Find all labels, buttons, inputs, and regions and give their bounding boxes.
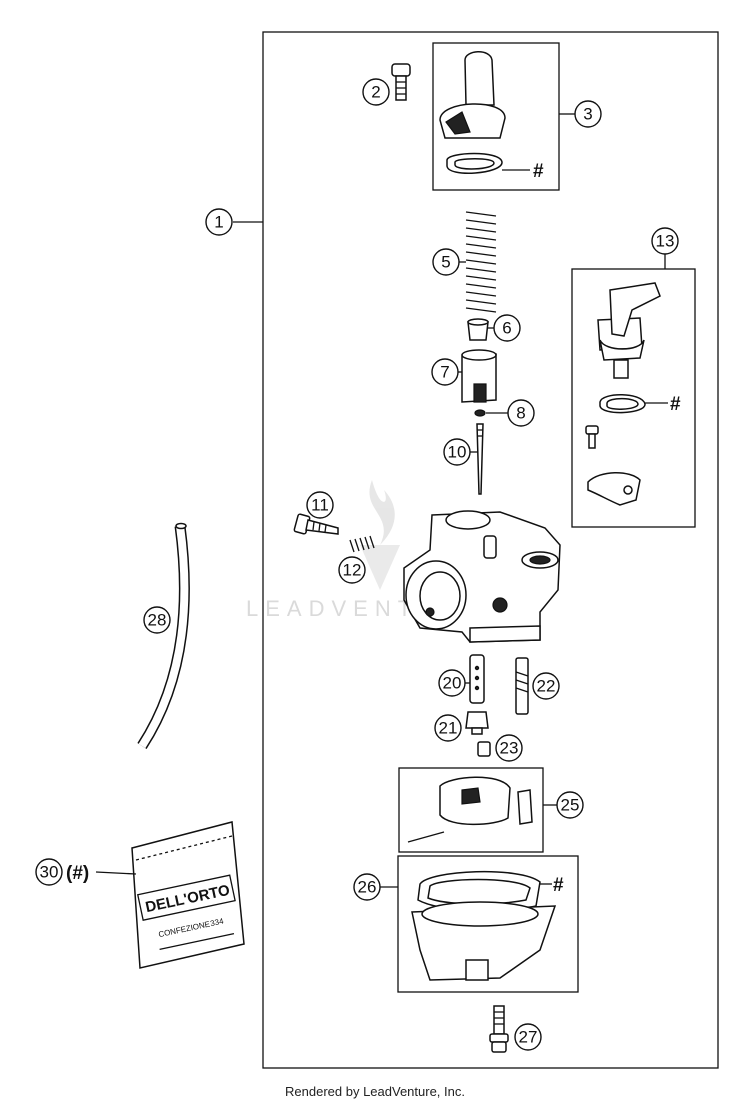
kit-bag-part-30: DELL'ORTO CONFEZIONE 334 [131, 821, 245, 969]
callout-28: 28 [143, 606, 171, 634]
svg-text:3: 3 [583, 105, 592, 124]
svg-text:8: 8 [516, 404, 525, 423]
callout-23: 23 [495, 734, 523, 762]
float-bowl-part-26 [411, 870, 557, 981]
callout-6: 6 [493, 314, 521, 342]
svg-text:23: 23 [500, 739, 519, 758]
assembly-frame [262, 31, 719, 1069]
footer-credit: Rendered by LeadVenture, Inc. [285, 1084, 465, 1099]
hash-mark-26: # [553, 875, 564, 896]
callout-10: 10 [443, 438, 471, 466]
hash-mark-13: # [670, 394, 681, 415]
hash-mark-3: # [533, 161, 544, 182]
svg-text:26: 26 [358, 878, 377, 897]
kit-marker: (#) [66, 863, 89, 884]
svg-text:6: 6 [502, 319, 511, 338]
svg-text:13: 13 [656, 232, 675, 251]
choke-part-13 [585, 282, 668, 506]
box-25 [398, 767, 544, 853]
callout-27: 27 [514, 1023, 542, 1051]
callout-1: 1 [205, 208, 233, 236]
callout-21: 21 [434, 714, 462, 742]
svg-text:7: 7 [440, 363, 449, 382]
jet-part-23 [477, 741, 491, 757]
callout-20: 20 [438, 669, 466, 697]
leader-30 [95, 871, 137, 875]
parts-diagram: LEADVENTURE # [35, 31, 719, 1069]
callout-3: 3 [574, 100, 602, 128]
screw-part-2 [391, 63, 411, 101]
callout-2: 2 [362, 78, 390, 106]
svg-text:22: 22 [537, 677, 556, 696]
needle-part-10 [476, 423, 484, 495]
callout-8: 8 [507, 399, 535, 427]
retainer-part-6 [467, 318, 489, 341]
svg-text:11: 11 [311, 496, 329, 515]
callout-7: 7 [431, 358, 459, 386]
top-cover-part-3 [439, 51, 530, 174]
box-26 [397, 855, 579, 993]
emulsion-tube-part-20 [469, 654, 485, 704]
bolt-part-27 [489, 1005, 509, 1053]
svg-text:12: 12 [343, 561, 362, 580]
callout-12: 12 [338, 556, 366, 584]
adjusting-screw-part-11 [293, 513, 339, 535]
callout-25: 25 [556, 791, 584, 819]
box-13 [571, 268, 696, 528]
svg-text:28: 28 [148, 611, 167, 630]
callout-13: 13 [651, 227, 679, 255]
clip-part-8 [474, 409, 486, 417]
svg-text:10: 10 [448, 443, 467, 462]
box-3 [432, 42, 560, 191]
float-part-25 [407, 776, 533, 843]
spring-part-5 [465, 211, 497, 313]
svg-text:21: 21 [439, 719, 458, 738]
svg-text:5: 5 [441, 253, 450, 272]
svg-text:1: 1 [214, 213, 223, 232]
callout-11: 11 [306, 491, 334, 519]
main-jet-part-21 [465, 711, 489, 735]
callout-5: 5 [432, 248, 460, 276]
callout-26: 26 [353, 873, 381, 901]
carburetor-body [403, 510, 561, 643]
idle-jet-part-22 [515, 657, 529, 715]
callout-30: 30 [35, 858, 63, 886]
svg-text:2: 2 [371, 83, 380, 102]
small-spring-part-12 [349, 535, 375, 553]
svg-text:20: 20 [443, 674, 462, 693]
hose-part-28 [137, 522, 190, 750]
svg-text:25: 25 [561, 796, 580, 815]
throttle-slide-part-7 [461, 349, 497, 403]
svg-text:30: 30 [40, 863, 59, 882]
svg-text:27: 27 [519, 1028, 538, 1047]
bag-code-text: 334 [209, 916, 224, 928]
callout-22: 22 [532, 672, 560, 700]
